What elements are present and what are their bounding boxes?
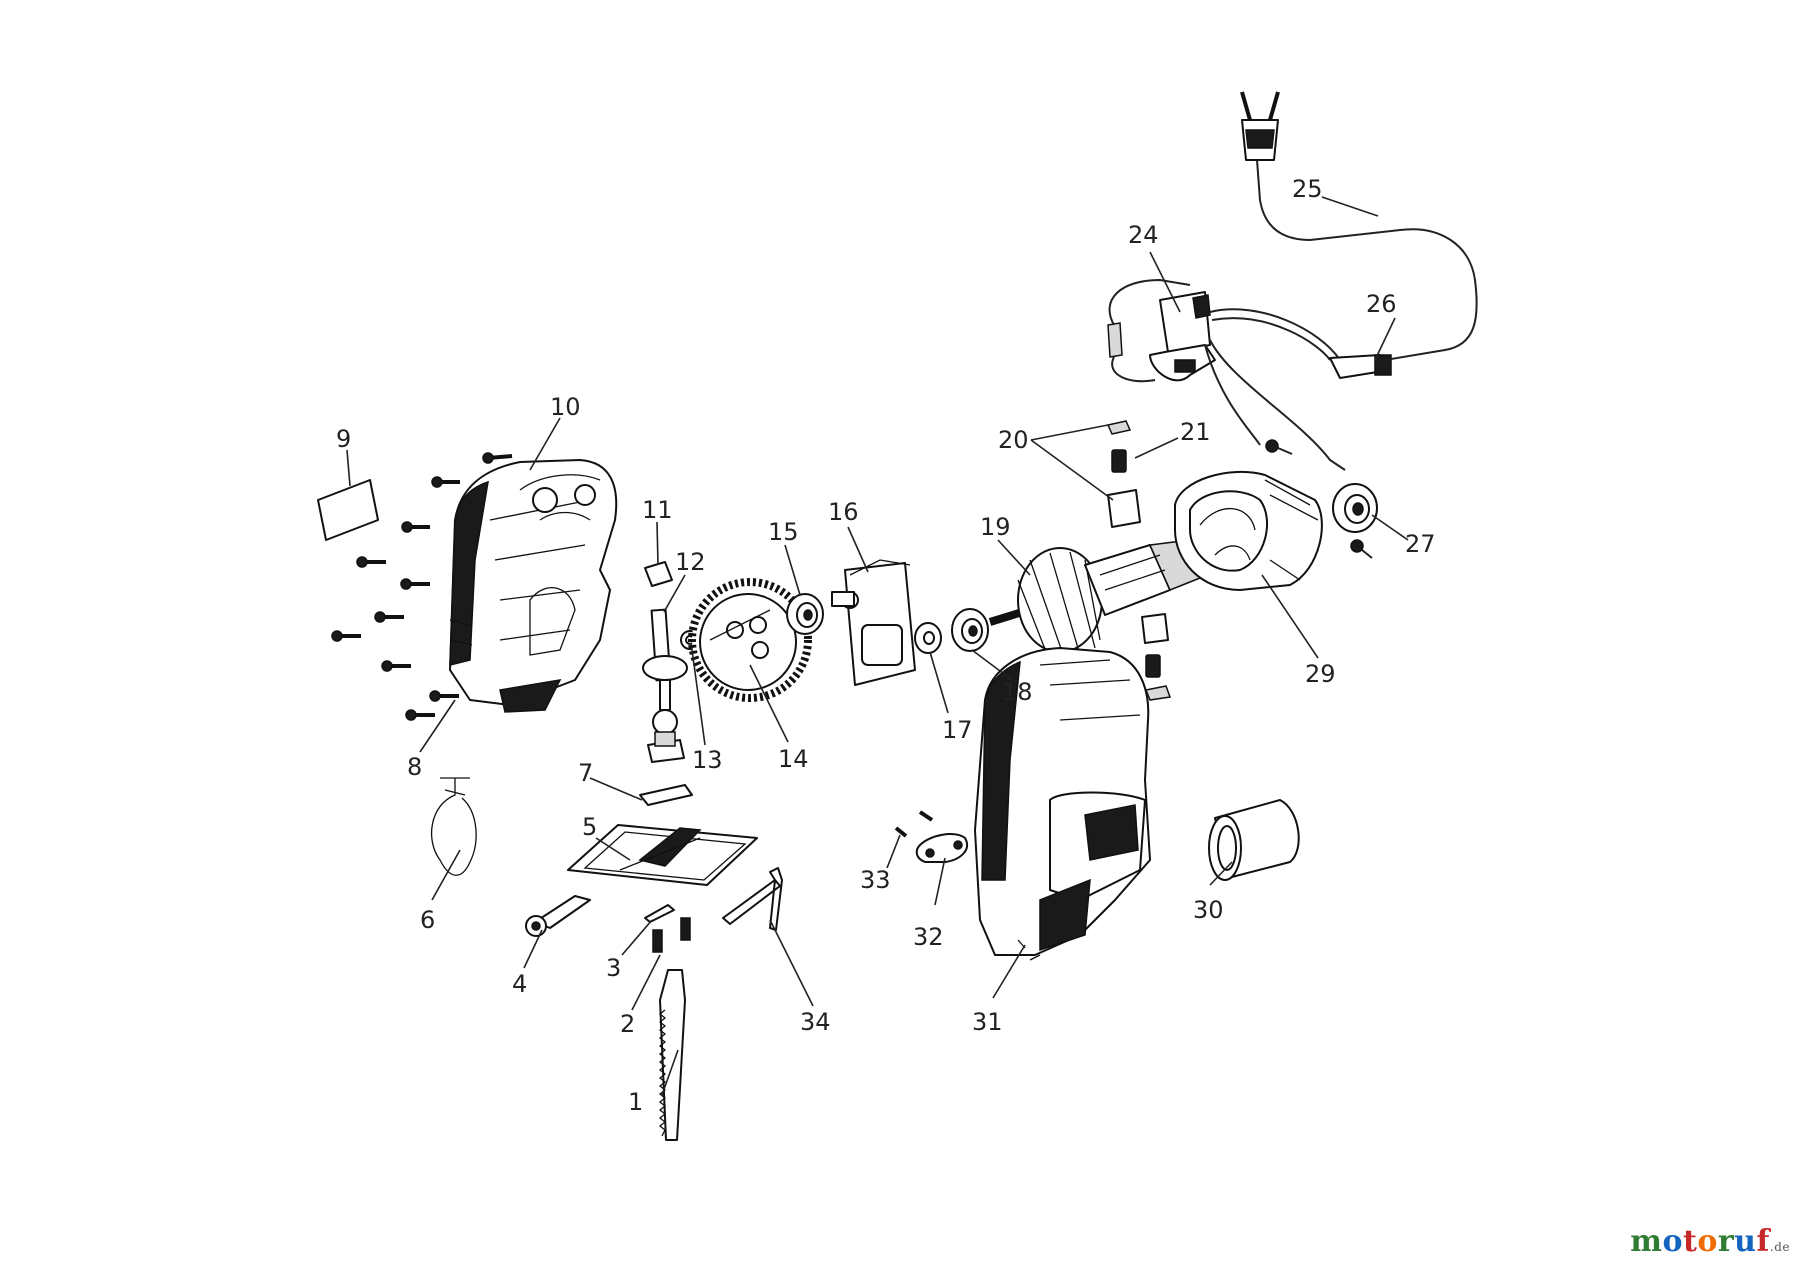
right-housing-half	[974, 647, 1151, 961]
part-label-3: 3	[606, 954, 621, 982]
switch	[1107, 278, 1346, 471]
washer	[914, 622, 942, 654]
part-label-10: 10	[550, 393, 581, 421]
dust-nozzle	[1208, 799, 1300, 881]
blade-clamp-plate	[644, 904, 691, 953]
hex-key	[722, 867, 783, 931]
part-labels: 1 2 3 4 5 6 7 8 9 10 11 12 13 14 15 16 1…	[336, 175, 1436, 1116]
power-plug	[1240, 91, 1280, 161]
rear-bearing	[1332, 483, 1378, 533]
part-label-11: 11	[642, 496, 673, 524]
part-label-2: 2	[620, 1010, 635, 1038]
watermark-letter: o	[1662, 1224, 1683, 1259]
cord-strain-relief	[1329, 354, 1392, 379]
part-label-6: 6	[420, 906, 435, 934]
part-label-27: 27	[1405, 530, 1436, 558]
part-label-33: 33	[860, 866, 891, 894]
blade-clamp-lever	[525, 895, 591, 937]
part-label-4: 4	[512, 970, 527, 998]
part-label-5: 5	[582, 813, 597, 841]
armature-bearing	[951, 608, 989, 652]
small-block	[644, 561, 673, 587]
left-housing-half	[449, 459, 618, 713]
part-label-7: 7	[578, 759, 593, 787]
motoruf-watermark-logo: motoruf.de	[1630, 1224, 1790, 1259]
part-label-1: 1	[628, 1088, 643, 1116]
armature	[988, 539, 1201, 663]
part-label-25: 25	[1292, 175, 1323, 203]
watermark-letter: m	[1630, 1224, 1663, 1259]
plunger	[642, 608, 688, 763]
label-plate	[317, 479, 379, 541]
part-label-16: 16	[828, 498, 859, 526]
gear	[688, 578, 812, 702]
leader-lines	[346, 196, 1409, 1096]
part-label-32: 32	[913, 923, 944, 951]
base-plate	[567, 824, 758, 886]
part-label-34: 34	[800, 1008, 831, 1036]
part-label-29: 29	[1305, 660, 1336, 688]
spring-clip	[430, 777, 477, 876]
part-label-17: 17	[942, 716, 973, 744]
stator-terminals	[1265, 439, 1373, 559]
part-label-12: 12	[675, 548, 706, 576]
gear-bearing	[786, 593, 824, 635]
watermark-letter: t	[1682, 1224, 1698, 1259]
part-label-21: 21	[1180, 418, 1211, 446]
housing-screws	[331, 452, 513, 721]
part-label-15: 15	[768, 518, 799, 546]
part-label-8: 8	[407, 753, 422, 781]
part-label-24: 24	[1128, 221, 1159, 249]
watermark-letter: u	[1734, 1224, 1757, 1259]
part-label-31: 31	[972, 1008, 1003, 1036]
part-label-9: 9	[336, 425, 351, 453]
part-label-13: 13	[692, 746, 723, 774]
part-label-20: 20	[998, 426, 1029, 454]
power-cord	[1256, 159, 1478, 361]
saw-blade	[659, 969, 686, 1141]
watermark-letter: r	[1717, 1224, 1735, 1259]
watermark-letter: o	[1697, 1224, 1718, 1259]
clamp-screws	[894, 810, 934, 838]
brush-holders	[1106, 420, 1172, 701]
part-label-19: 19	[980, 513, 1011, 541]
gear-plate	[831, 559, 916, 686]
base-bracket	[639, 784, 693, 806]
part-label-30: 30	[1193, 896, 1224, 924]
part-label-26: 26	[1366, 290, 1397, 318]
watermark-letter: f	[1756, 1224, 1770, 1259]
part-label-14: 14	[778, 745, 809, 773]
watermark-suffix: .de	[1769, 1240, 1790, 1254]
field-stator	[1174, 470, 1323, 591]
part-label-18: 18	[1002, 678, 1033, 706]
